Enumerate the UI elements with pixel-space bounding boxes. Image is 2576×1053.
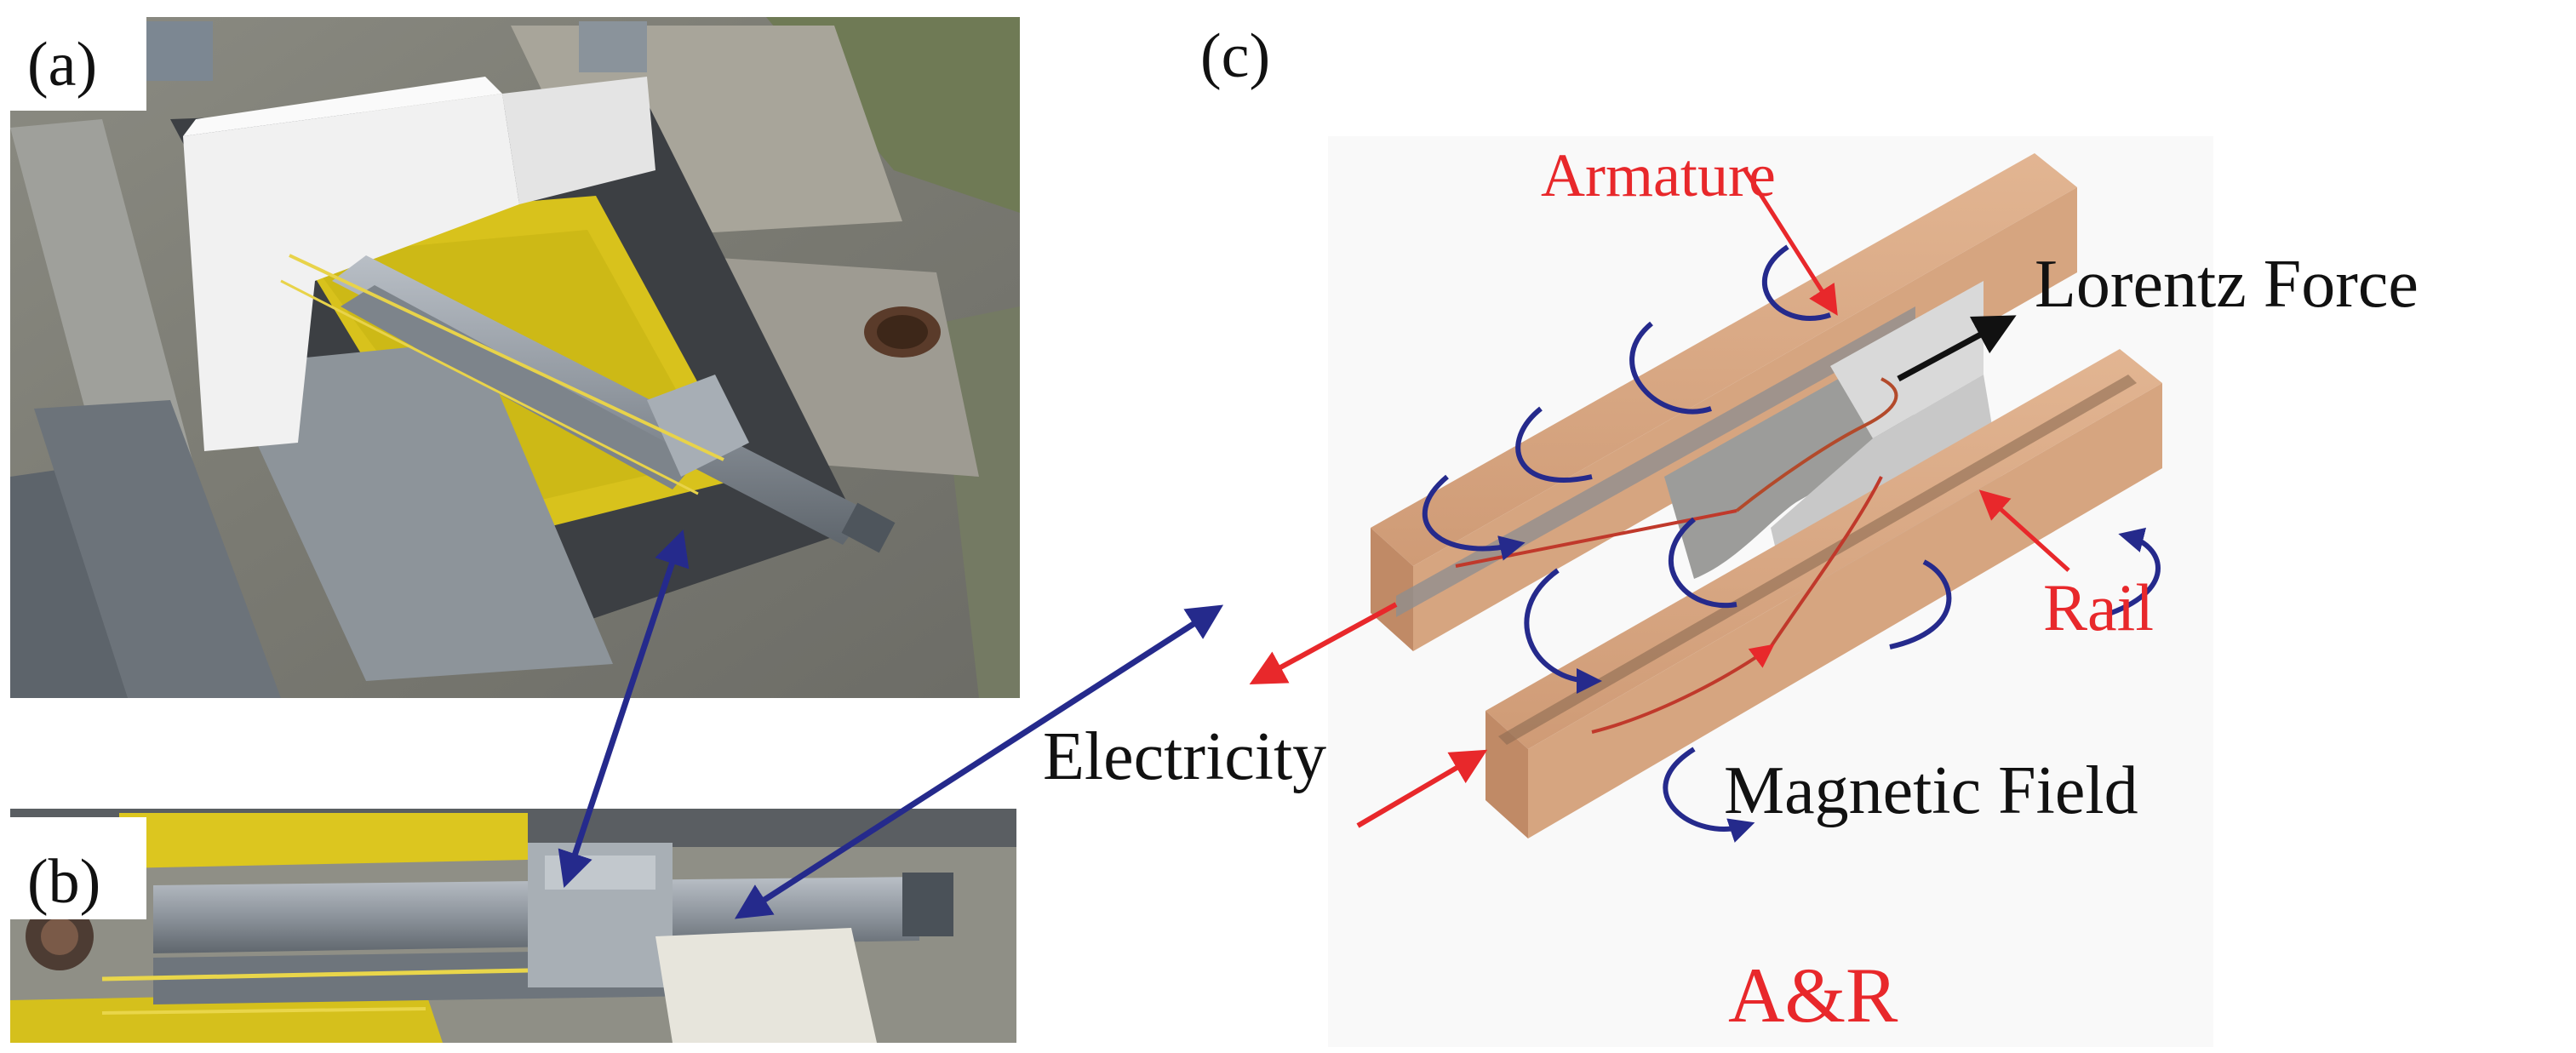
armature-label: Armature: [1541, 141, 1776, 209]
rail-pointer-arrow: [1978, 489, 2070, 572]
electricity-in-arrow: [1356, 749, 1488, 828]
electricity-out-arrow: [1249, 602, 1398, 685]
lorentz-force-arrow: [1897, 315, 2017, 382]
panel-a-label: (a): [27, 30, 97, 100]
acronym-label: A&R: [1728, 952, 1898, 1039]
panel-a-photo: [10, 17, 1020, 698]
panel-b-label: (b): [27, 847, 100, 917]
connector-arrow-b-to-c: [734, 604, 1224, 919]
panel-b-photo: [10, 809, 1016, 1043]
lorentz-force-label: Lorentz Force: [2035, 247, 2419, 322]
upper-rail: [1371, 153, 2077, 651]
magnetic-field-label: Magnetic Field: [1724, 753, 2138, 828]
connector-arrow-a-to-b: [558, 529, 690, 888]
rail-label: Rail: [2043, 570, 2154, 644]
panel-b-label-bg: [10, 817, 146, 919]
electricity-label: Electricity: [1043, 719, 1326, 794]
panel-c-label: (c): [1200, 21, 1270, 91]
panel-a-label-bg: [10, 17, 146, 111]
railgun-diagram: Armature Lorentz Force Rail Electricity …: [1043, 136, 2419, 1047]
armature-pointer-arrow: [1743, 169, 1838, 316]
magnetic-field-lines: [1422, 244, 2161, 843]
